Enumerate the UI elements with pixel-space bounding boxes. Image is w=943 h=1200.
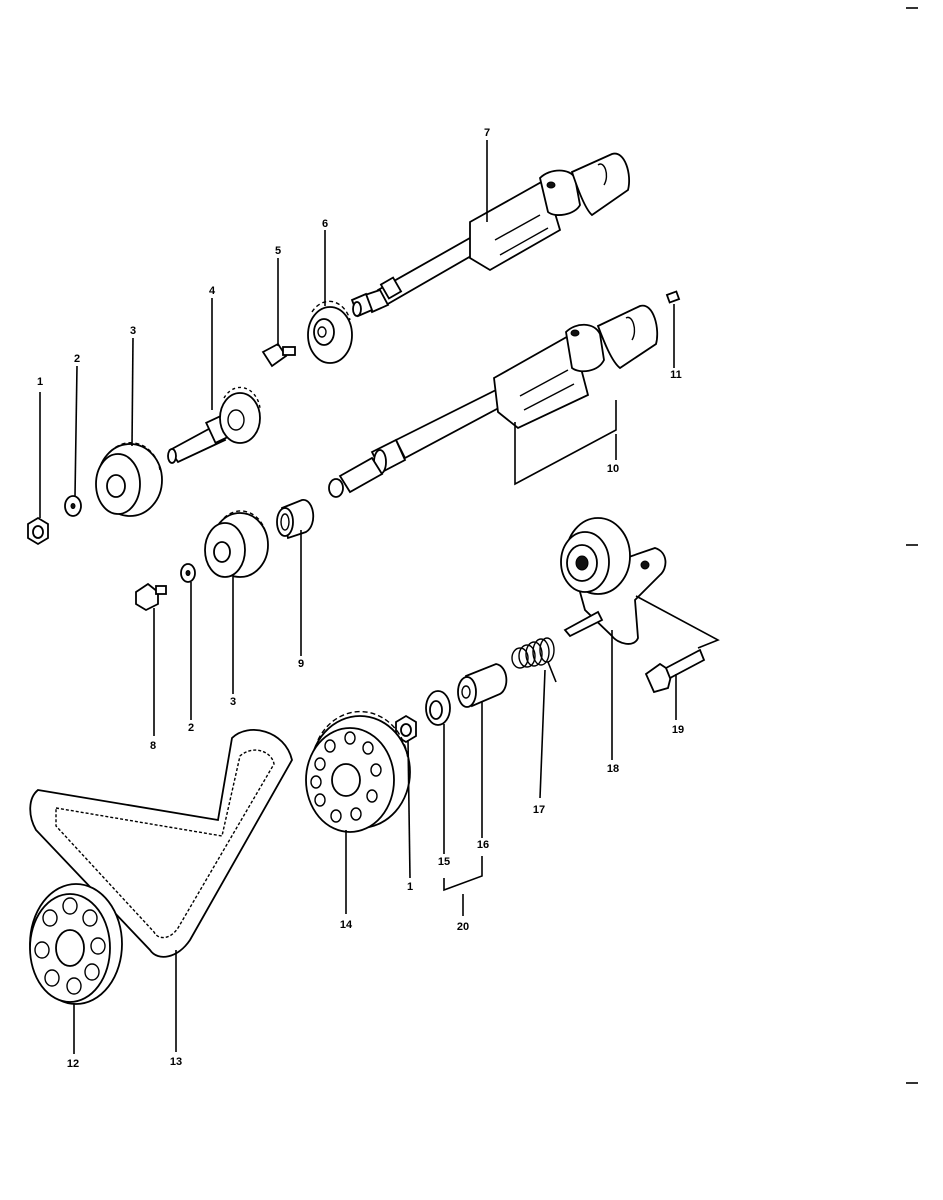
camshaft-sprocket-14 (305, 710, 411, 833)
callout-10: 10 (607, 463, 619, 475)
edge-marks (906, 7, 918, 1084)
key-11 (665, 290, 681, 304)
callout-3: 3 (130, 325, 136, 337)
callout-17: 17 (533, 804, 545, 816)
callout-4: 4 (209, 285, 216, 297)
callout-3-lower: 3 (230, 696, 236, 708)
callout-13: 13 (170, 1056, 182, 1068)
callout-12: 12 (67, 1058, 79, 1070)
washer-2-lower (180, 563, 196, 583)
callout-19: 19 (672, 724, 684, 736)
nut-1-upper (27, 516, 49, 546)
bolt-19 (644, 648, 706, 694)
callout-15: 15 (438, 856, 450, 868)
bushing-9 (276, 499, 315, 540)
callout-2-lower: 2 (188, 722, 194, 734)
camshaft-lower (328, 290, 681, 498)
callout-5: 5 (275, 245, 281, 257)
callout-11: 11 (670, 369, 682, 381)
pulley-3-upper (95, 442, 163, 517)
shaft-gear-4 (167, 386, 261, 464)
leader-lines (39, 140, 720, 1054)
crank-pulley-12 (29, 883, 123, 1005)
callout-8: 8 (150, 740, 156, 752)
callout-2: 2 (74, 353, 80, 365)
callout-7: 7 (484, 127, 490, 139)
callout-labels: 1 2 3 4 5 6 7 11 10 9 8 2 3 19 18 17 16 … (37, 127, 684, 1070)
washer-2-upper (64, 495, 82, 517)
callout-14: 14 (340, 919, 353, 931)
callout-18: 18 (607, 763, 619, 775)
callout-20: 20 (457, 921, 469, 933)
camshaft-upper (350, 152, 630, 318)
spring-17 (511, 637, 557, 683)
callout-6: 6 (322, 218, 328, 230)
callout-16: 16 (477, 839, 489, 851)
callout-9: 9 (298, 658, 304, 670)
washer-15 (425, 690, 451, 726)
callout-1: 1 (37, 376, 43, 388)
bolt-8 (135, 582, 167, 612)
tensioner-18 (560, 517, 667, 645)
bolt-5 (261, 342, 296, 368)
sleeve-16 (457, 663, 508, 708)
callout-1-lower: 1 (407, 881, 413, 893)
pulley-3-lower (204, 510, 269, 578)
sprocket-6 (307, 300, 353, 364)
timing-belt-13 (29, 729, 293, 958)
